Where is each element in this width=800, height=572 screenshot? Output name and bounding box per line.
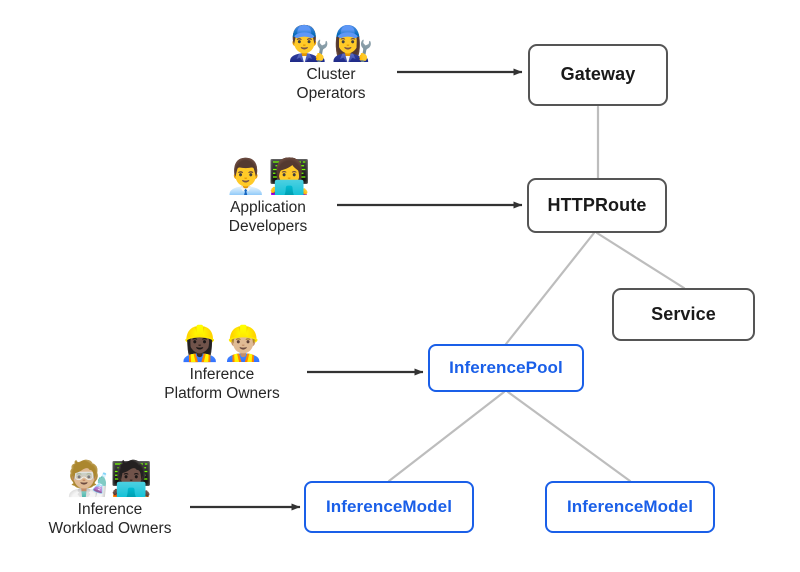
edge-httproute-inferencepool <box>504 231 596 346</box>
caption-line-1: Cluster <box>306 65 356 83</box>
edge-httproute-service <box>595 231 686 290</box>
persona-inference-platform-owners: 👷🏿‍♀️👷🏼‍♂️ Inference Platform Owners <box>122 324 322 404</box>
persona-application-developers: 👨‍💼👩‍💻 Application Developers <box>168 157 368 237</box>
application-developers-caption: Application Developers <box>229 199 307 237</box>
inference-platform-owners-caption: Inference Platform Owners <box>164 366 279 404</box>
inference-workload-owners-icon: 🧑🏼‍🔬🧑🏿‍💻 <box>66 459 154 499</box>
caption-line-2: Platform Owners <box>164 384 280 402</box>
node-service[interactable]: Service <box>612 288 755 341</box>
node-inferencemodel-1-label: InferenceModel <box>325 496 453 516</box>
node-gateway[interactable]: Gateway <box>528 44 668 106</box>
edge-inferencepool-inferencemodel-1 <box>387 390 506 483</box>
node-inferencemodel-2-label: InferenceModel <box>566 496 694 516</box>
caption-line-1: Inference <box>189 365 255 383</box>
node-inferencepool[interactable]: InferencePool <box>428 344 584 392</box>
node-service-label: Service <box>651 303 716 324</box>
node-inferencemodel-1[interactable]: InferenceModel <box>304 481 474 533</box>
inference-workload-owners-caption: Inference Workload Owners <box>49 501 172 539</box>
inference-platform-owners-icon: 👷🏿‍♀️👷🏼‍♂️ <box>178 324 266 364</box>
caption-line-1: Application <box>230 198 306 216</box>
cluster-operators-caption: Cluster Operators <box>297 66 366 104</box>
caption-line-1: Inference <box>77 500 143 518</box>
node-inferencemodel-2[interactable]: InferenceModel <box>545 481 715 533</box>
persona-inference-workload-owners: 🧑🏼‍🔬🧑🏿‍💻 Inference Workload Owners <box>10 459 210 539</box>
caption-line-2: Developers <box>228 217 308 235</box>
application-developers-icon: 👨‍💼👩‍💻 <box>224 157 312 197</box>
caption-line-2: Operators <box>296 84 366 102</box>
node-gateway-label: Gateway <box>560 64 636 85</box>
node-httproute-label: HTTPRoute <box>547 194 647 215</box>
node-httproute[interactable]: HTTPRoute <box>527 178 667 233</box>
edge-inferencepool-inferencemodel-2 <box>506 390 632 483</box>
cluster-operators-icon: 👨‍🔧👩‍🔧 <box>287 24 375 64</box>
caption-line-2: Workload Owners <box>48 519 172 537</box>
node-inferencepool-label: InferencePool <box>449 357 563 377</box>
persona-cluster-operators: 👨‍🔧👩‍🔧 Cluster Operators <box>231 24 431 104</box>
